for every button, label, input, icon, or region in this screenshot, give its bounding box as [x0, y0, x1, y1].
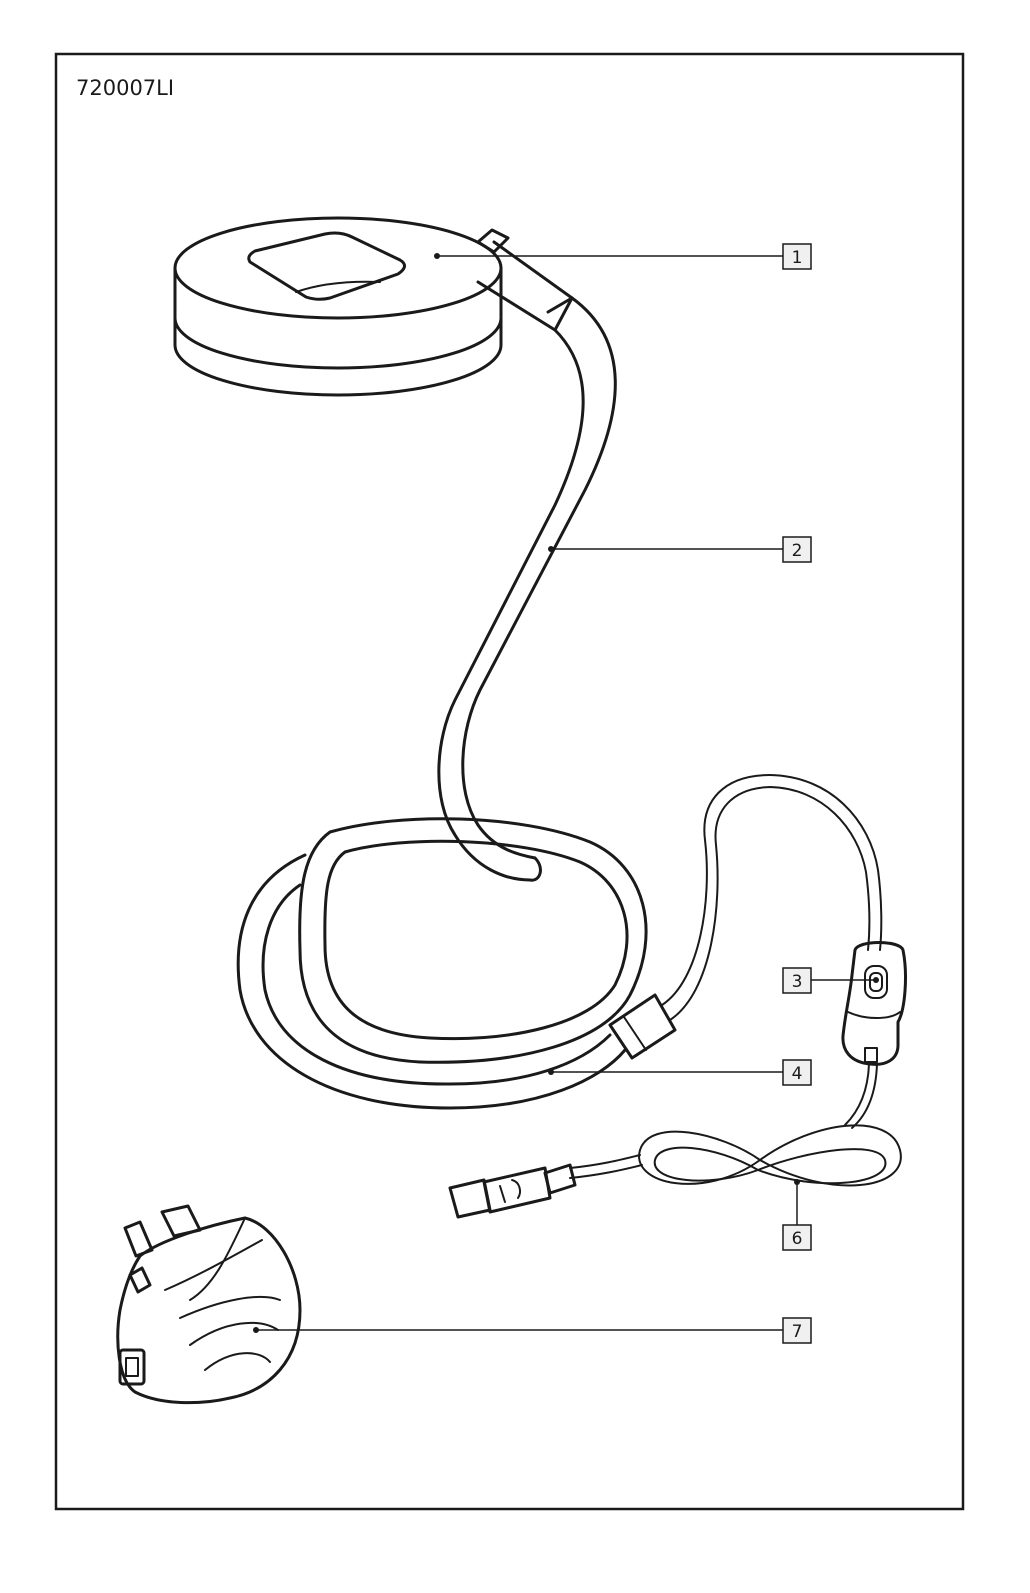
callout-label: 2	[792, 541, 803, 561]
callout-label: 7	[792, 1322, 803, 1342]
callout-4: 4	[548, 1060, 811, 1085]
callout-label: 6	[792, 1229, 803, 1249]
lamp-base	[238, 819, 675, 1108]
inline-switch	[843, 943, 906, 1065]
callout-label: 4	[792, 1064, 803, 1084]
power-cord	[662, 775, 881, 1020]
usb-cable	[450, 1064, 901, 1217]
page-frame	[56, 54, 963, 1509]
gooseneck-arm	[439, 242, 615, 880]
plug-adapter	[118, 1206, 300, 1403]
model-code: 720007LI	[76, 76, 174, 100]
callout-7: 7	[253, 1318, 811, 1343]
callout-6: 6	[783, 1179, 811, 1250]
lamp-head	[175, 218, 508, 395]
callout-2: 2	[548, 537, 811, 562]
callout-1: 1	[434, 244, 811, 269]
callout-label: 3	[792, 972, 803, 992]
callout-label: 1	[792, 248, 803, 268]
